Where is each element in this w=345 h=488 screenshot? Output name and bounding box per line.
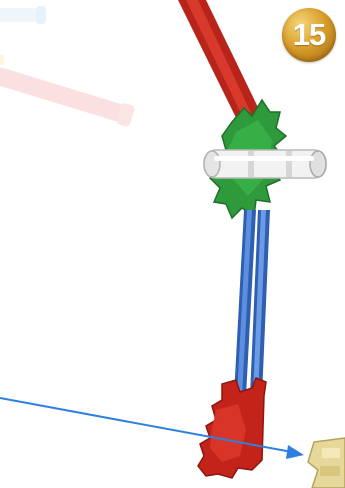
step-number: 15 bbox=[293, 19, 325, 50]
white-rod-icon bbox=[204, 150, 326, 178]
faded-background-parts bbox=[0, 6, 135, 127]
tan-connector-icon bbox=[308, 438, 345, 488]
blue-rod-icon bbox=[234, 210, 270, 396]
red-gear-connector-icon bbox=[198, 378, 266, 478]
step-number-badge: 15 bbox=[282, 8, 336, 62]
